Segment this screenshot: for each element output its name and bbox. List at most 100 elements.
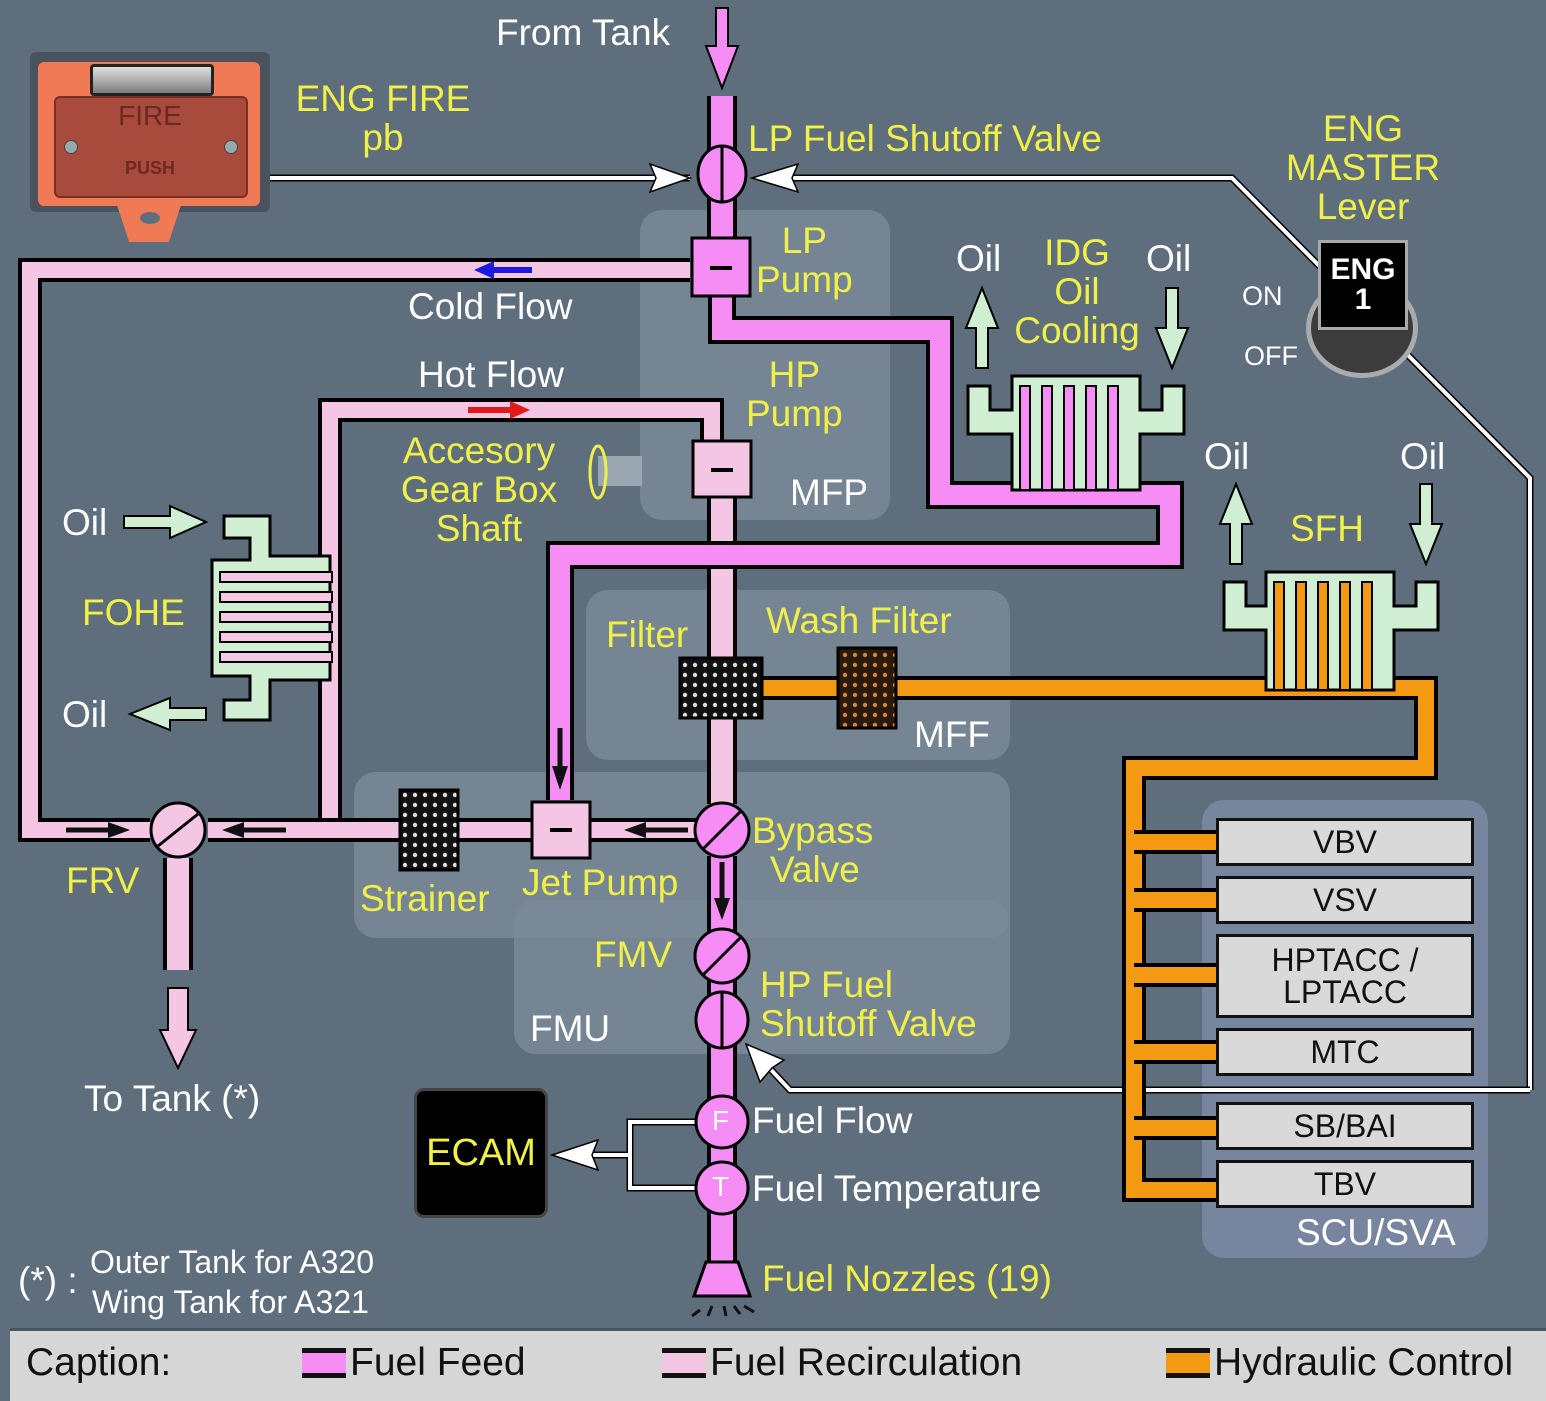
accessory-gearbox-shaft-label: Accesory Gear Box Shaft	[386, 431, 572, 549]
caption-legend: Caption: Fuel Feed Fuel Recirculation Hy…	[10, 1328, 1546, 1401]
from-tank-arrow	[704, 7, 740, 91]
fuel-nozzle	[691, 1260, 753, 1298]
eng-fire-label-line1: ENG FIRE	[295, 78, 471, 119]
hot-flow-label: Hot Flow	[418, 354, 564, 395]
fire-button-text: FIRE	[118, 100, 182, 131]
eng-master-lever[interactable]: ENG 1	[1302, 238, 1426, 378]
sensor-f-letter: F	[712, 1105, 730, 1136]
note-marker: (*) :	[18, 1260, 78, 1301]
caption-title-text: Caption:	[26, 1341, 172, 1384]
fmv-label: FMV	[594, 934, 673, 975]
strainer-label: Strainer	[360, 878, 490, 919]
legend-fuel-feed: Fuel Feed	[302, 1341, 526, 1385]
arrow-to-lp-sov-left	[648, 162, 693, 194]
wash-filter-label: Wash Filter	[766, 600, 952, 641]
strainer	[398, 788, 460, 872]
fuel-temperature-sensor	[694, 1160, 750, 1216]
idg-oil-out-label: Oil	[956, 238, 1002, 279]
cold-flow-label: Cold Flow	[408, 286, 573, 327]
hp-pump-label-1: HP	[768, 354, 821, 395]
push-button-text: PUSH	[124, 158, 175, 178]
from-tank-label: From Tank	[496, 12, 671, 53]
note-line-1: Outer Tank for A320	[90, 1244, 375, 1280]
fohe-oil-in-label: Oil	[62, 502, 108, 543]
bypass-label-1: Bypass	[752, 810, 874, 851]
mff-label: MFF	[914, 714, 991, 755]
hp-fuel-shutoff-valve	[694, 990, 750, 1050]
mff-region	[586, 590, 1010, 760]
eng-fire-pushbutton[interactable]: FIRE PUSH	[30, 52, 270, 242]
bypass-valve	[693, 801, 751, 859]
eng-fire-pb-label: ENG FIRE pb	[286, 78, 480, 158]
legend-hydraulic-control-label: Hydraulic Control	[1214, 1341, 1514, 1384]
idg-label-1: IDG	[1044, 232, 1110, 273]
sfh-oil-out-label: Oil	[1204, 436, 1250, 477]
guard-hinge	[90, 64, 214, 96]
legend-fuel-recirculation-label: Fuel Recirculation	[710, 1341, 1023, 1384]
agb-label-3: Shaft	[435, 507, 523, 549]
jet-pump-label: Jet Pump	[522, 862, 679, 903]
actuator-mtc: MTC	[1216, 1028, 1474, 1076]
oil-in-arrow-sfh	[1408, 483, 1444, 567]
arrow-to-tank	[158, 987, 198, 1071]
filter-label: Filter	[606, 614, 689, 655]
position-off: OFF	[1244, 341, 1298, 371]
oil-in-arrow-idg	[1154, 287, 1190, 371]
lp-pump-label-2: Pump	[756, 258, 853, 300]
eng-fire-label-line2: pb	[362, 116, 404, 158]
fohe-oil-out-label: Oil	[62, 694, 108, 735]
sensor-t-letter: T	[712, 1171, 730, 1202]
lever-knob[interactable]: ENG 1	[1318, 240, 1408, 330]
guard-tab-hole	[140, 212, 160, 224]
sfh-label: SFH	[1290, 508, 1364, 549]
eng-master-label: ENG MASTER Lever	[1270, 109, 1456, 227]
spray-icon	[691, 1304, 755, 1318]
fuel-feed-swatch	[302, 1348, 346, 1378]
sfh-heat-exchanger	[1222, 570, 1440, 692]
bypass-label-2: Valve	[770, 848, 860, 890]
idg-oil-cooler	[966, 374, 1186, 492]
rotation-icon	[588, 444, 608, 500]
eng-master-label-line2: MASTER	[1285, 146, 1441, 188]
legend-fuel-feed-label: Fuel Feed	[350, 1341, 526, 1384]
idg-label-3: Cooling	[1014, 309, 1140, 351]
knob-text-1: 1	[1354, 283, 1372, 316]
arrow-to-hp-sov	[744, 1042, 786, 1084]
fmu-label: FMU	[530, 1008, 611, 1049]
fmu-region-lower	[514, 900, 1010, 1054]
hp-pump-label: HP Pump	[746, 354, 843, 434]
main-filter	[678, 656, 764, 720]
idg-oil-in-label: Oil	[1146, 238, 1192, 279]
actuator-vbv: VBV	[1216, 818, 1474, 866]
oil-in-arrow-fohe	[123, 504, 209, 540]
sfh-oil-in-label: Oil	[1400, 436, 1446, 477]
lp-pump-label-1: LP	[781, 220, 827, 261]
hp-fuel-shutoff-valve-label: HP Fuel Shutoff Valve	[760, 965, 977, 1044]
fuel-flow-sensor	[694, 1094, 750, 1150]
idg-label-2: Oil	[1054, 270, 1100, 312]
hp-pump-label-2: Pump	[746, 392, 843, 434]
legend-hydraulic-control: Hydraulic Control	[1166, 1341, 1513, 1385]
fuel-recirculation-swatch	[662, 1348, 706, 1378]
idg-oil-cooling-label: IDG Oil Cooling	[1004, 232, 1150, 351]
screw-icon	[224, 140, 238, 154]
mfp-label: MFP	[790, 472, 869, 513]
note-line-2: Wing Tank for A321	[92, 1284, 369, 1320]
agb-label-2: Gear Box	[400, 468, 558, 510]
frv-label: FRV	[66, 860, 140, 901]
hydraulic-control-swatch	[1166, 1348, 1210, 1378]
fmv-valve	[693, 927, 751, 985]
fire-button-face	[54, 96, 248, 198]
lp-fuel-shutoff-valve	[696, 144, 748, 204]
actuator-vsv: VSV	[1216, 876, 1474, 924]
actuator-sb-bai: SB/BAI	[1216, 1102, 1474, 1150]
black-flow-arrows	[66, 728, 730, 920]
knob-text-eng: ENG	[1330, 253, 1396, 286]
to-tank-label: To Tank (*)	[84, 1078, 261, 1119]
oil-out-arrow-sfh	[1218, 481, 1254, 565]
fohe-label: FOHE	[82, 592, 185, 633]
oil-out-arrow-fohe	[127, 696, 207, 732]
lp-fuel-shutoff-valve-label: LP Fuel Shutoff Valve	[748, 118, 1102, 159]
screw-icon	[64, 140, 78, 154]
position-on: ON	[1242, 281, 1283, 311]
